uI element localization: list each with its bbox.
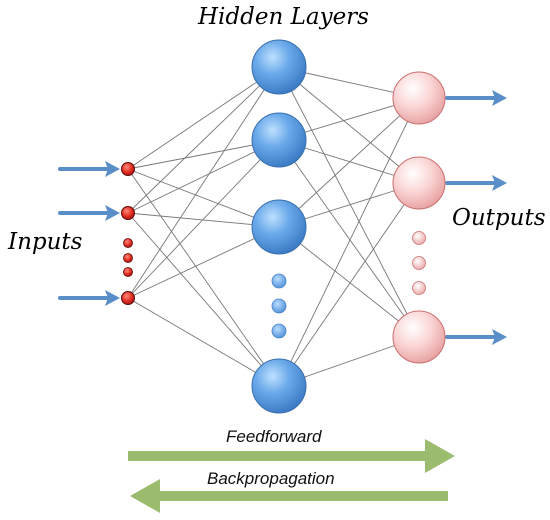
output-ellipsis-dot-1 [412, 231, 426, 245]
input-arrow-2-head [105, 205, 120, 221]
connection-line [278, 66, 420, 184]
input-ellipsis-dot-1 [123, 238, 133, 248]
input-node-3 [121, 291, 135, 305]
connection-line [278, 97, 420, 387]
connection-line [127, 139, 280, 299]
output-arrow-2-head [492, 175, 507, 191]
input-node-1 [121, 162, 135, 176]
connection-line [127, 226, 280, 299]
output-ellipsis-dot-2 [412, 256, 426, 270]
input-ellipsis-dot-2 [123, 253, 133, 263]
hidden-layers-label: Hidden Layers [198, 4, 369, 30]
outputs-label: Outputs [452, 205, 546, 231]
connection-line [127, 66, 280, 299]
output-node-3 [392, 310, 446, 364]
hidden-node-2 [251, 112, 307, 168]
hidden-ellipsis-dot-3 [271, 323, 287, 339]
feedforward-arrow [128, 439, 455, 473]
input-node-2 [121, 206, 135, 220]
connection-line [127, 297, 280, 387]
input-arrow-1-head [105, 161, 120, 177]
input-ellipsis-dot-3 [123, 267, 133, 277]
hidden-node-4 [251, 358, 307, 414]
connection-line [278, 66, 420, 338]
inputs-label: Inputs [8, 229, 83, 255]
arrows-layer [58, 90, 507, 513]
output-node-1 [392, 71, 446, 125]
hidden-ellipsis-dot-2 [271, 298, 287, 314]
connections-layer [127, 66, 420, 387]
output-arrow-3-head [492, 329, 507, 345]
backpropagation-arrow [130, 479, 448, 513]
connection-line [127, 168, 280, 387]
connection-line [278, 226, 420, 338]
output-arrow-1-head [492, 90, 507, 106]
connection-line [278, 182, 420, 387]
connection-line [127, 212, 280, 387]
connection-line [127, 139, 280, 214]
output-node-2 [392, 156, 446, 210]
connection-line [278, 97, 420, 228]
feedforward-label: Feedforward [226, 427, 322, 446]
output-ellipsis-dot-3 [412, 281, 426, 295]
input-arrow-3-head [105, 290, 120, 306]
connection-line [127, 66, 280, 214]
connection-line [127, 66, 280, 170]
nodes-layer [121, 39, 446, 414]
hidden-node-1 [251, 39, 307, 95]
hidden-ellipsis-dot-1 [271, 273, 287, 289]
hidden-node-3 [251, 199, 307, 255]
backpropagation-label: Backpropagation [207, 469, 335, 488]
connection-line [278, 139, 420, 338]
